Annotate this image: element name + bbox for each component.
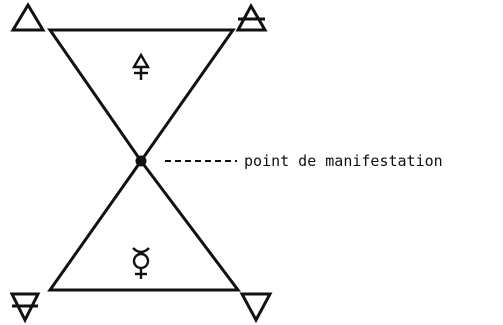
sulfur-icon bbox=[131, 52, 151, 80]
manifestation-point bbox=[135, 155, 147, 167]
water-element-icon bbox=[239, 292, 273, 324]
manifestation-label: point de manifestation bbox=[244, 152, 443, 170]
earth-element-icon bbox=[9, 292, 41, 324]
mercury-icon bbox=[132, 247, 150, 279]
fire-element-icon bbox=[10, 2, 46, 32]
air-element-icon bbox=[235, 2, 268, 32]
lower-triangle bbox=[47, 158, 242, 292]
upper-triangle bbox=[47, 28, 236, 164]
